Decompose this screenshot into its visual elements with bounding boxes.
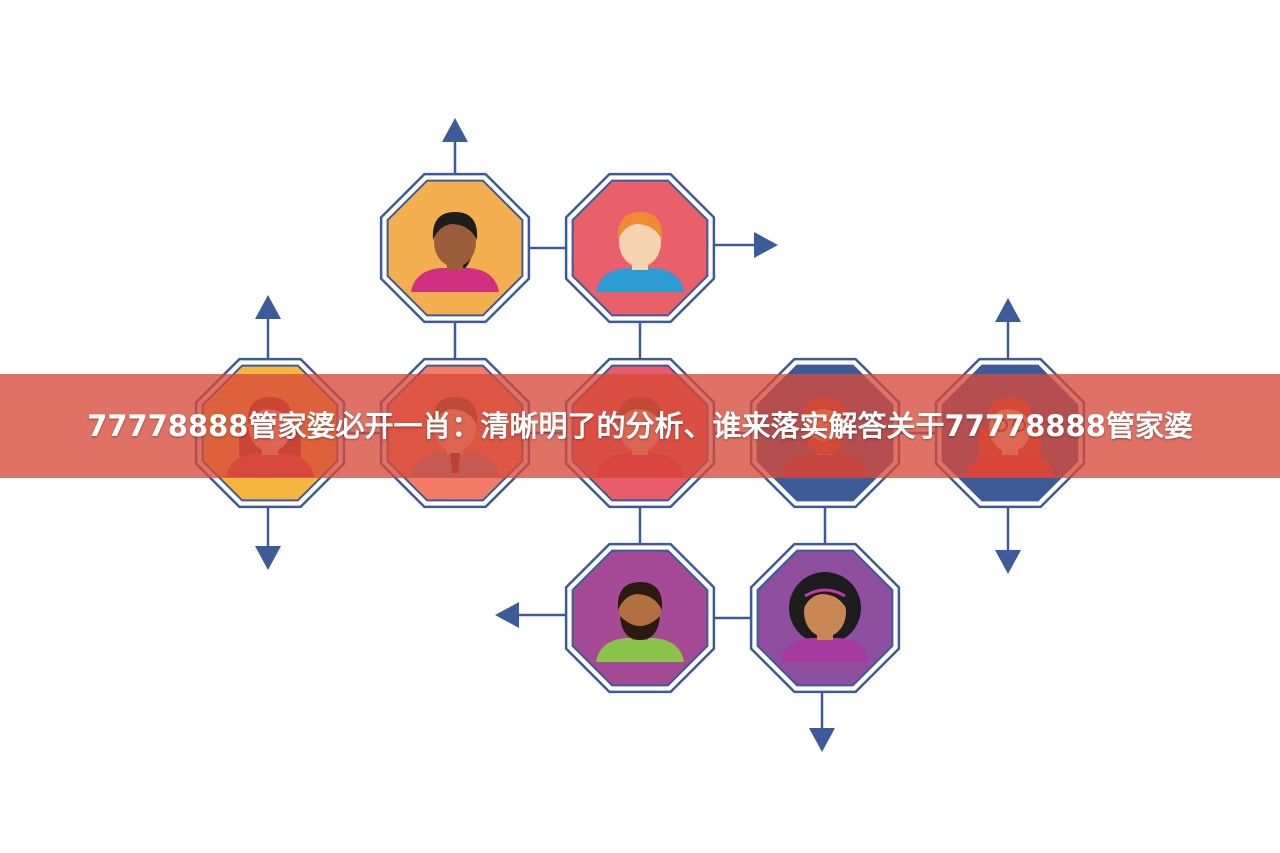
avatar-node-woman-curly (749, 542, 901, 694)
woman-ponytail-avatar-icon (411, 212, 499, 292)
avatar-node-woman-ponytail (379, 172, 531, 324)
arrow-down-bottom (809, 688, 835, 752)
arrow-down-left (255, 503, 281, 570)
man-redhead-avatar-icon (596, 212, 684, 292)
title-banner: 77778888管家婆必开一肖：清晰明了的分析、谁来落实解答关于77778888… (0, 374, 1280, 478)
arrow-right-top (710, 232, 778, 258)
banner-title: 77778888管家婆必开一肖：清晰明了的分析、谁来落实解答关于77778888… (87, 409, 1193, 443)
avatar-node-man-redhead (564, 172, 716, 324)
arrow-down-right (995, 503, 1021, 574)
avatar-node-man-goatee (564, 542, 716, 694)
arrow-up-right (995, 298, 1021, 363)
arrow-up-left (255, 295, 281, 363)
woman-curly-avatar-icon (781, 572, 869, 662)
arrow-up-top-left (442, 118, 468, 178)
arrow-left-bottom (495, 602, 570, 628)
man-goatee-avatar-icon (596, 582, 684, 662)
